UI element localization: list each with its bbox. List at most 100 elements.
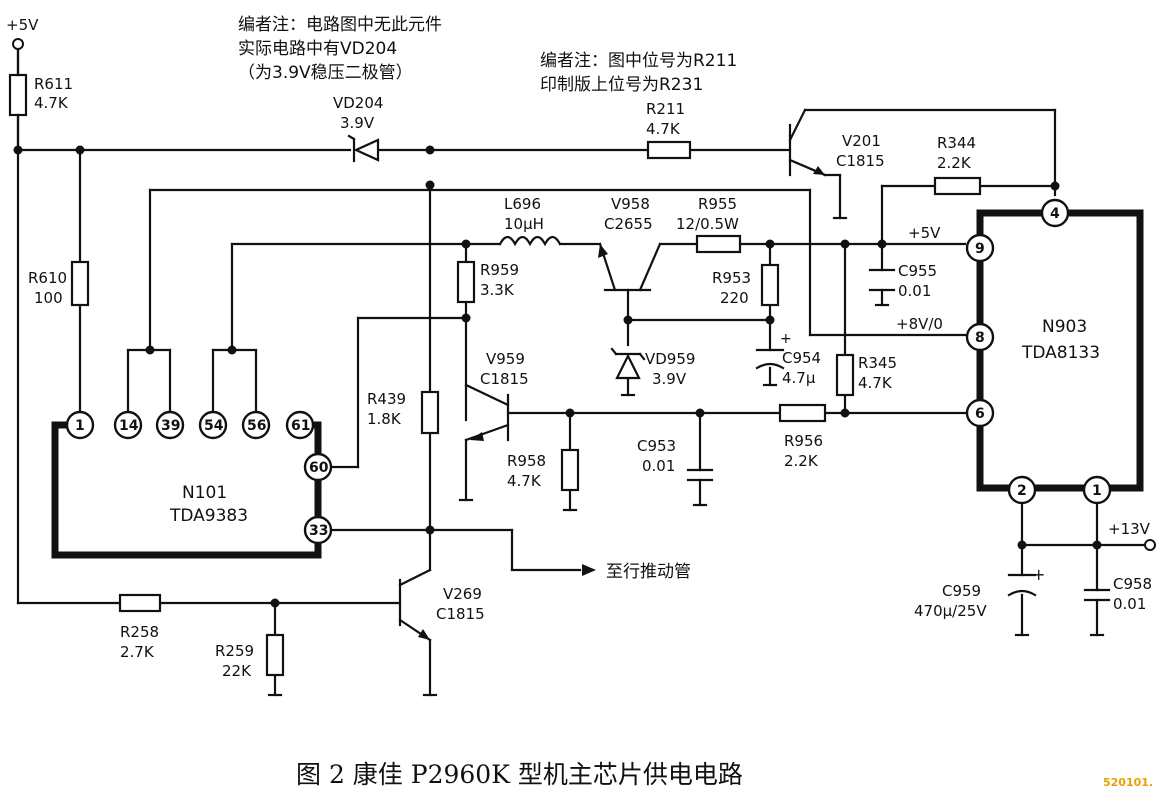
v269-transistor-symbol [398,578,430,640]
resistor-symbols [8,73,982,677]
note2-line2: 印制版上位号为R231 [540,75,703,95]
plus5v-terminal [12,38,24,152]
driver-arrow [582,564,596,576]
r959-ref: R959 [480,261,519,279]
r958-ref: R958 [507,452,546,470]
net-plus5v-top: +5V [6,16,39,34]
r959-symbol [456,260,476,304]
net-plus5v-n903: +5V [908,224,941,242]
n903-pin-8: 8 [975,330,985,346]
net-plus13v: +13V [1108,520,1151,538]
c953-value: 0.01 [642,457,675,475]
r956-ref: R956 [784,432,823,450]
r953-value: 220 [720,289,749,307]
c953-ref: C953 [637,437,676,455]
net-labels: +5V +5V +8V/0 +13V 至行推动管 [6,16,1151,582]
r956-value: 2.2K [784,452,819,470]
r958-value: 4.7K [507,472,542,490]
v269-ref: V269 [443,585,482,603]
n101-pin-1: 1 [75,418,85,434]
ic-n903: N903 TDA8133 [976,209,1144,492]
c958-ref: C958 [1113,575,1152,593]
r211-value: 4.7K [646,120,681,138]
r611-value: 4.7K [34,94,69,112]
r345-symbol [835,353,855,397]
ic-pins [65,198,1112,545]
vd959-ref: VD959 [645,350,695,368]
r610-symbol [70,260,90,307]
r958-symbol [560,448,580,492]
r345-ref: R345 [858,354,897,372]
c955-ref: C955 [898,262,937,280]
v959-ref: V959 [486,350,525,368]
r611-ref: R611 [34,75,73,93]
ic-pin-numbers: 1 14 39 54 56 61 60 33 4 9 8 6 2 1 [75,206,1102,539]
v201-value: C1815 [836,152,885,170]
r955-value: 12/0.5W [676,215,739,233]
c954-ref: C954 [782,349,821,367]
r955-ref: R955 [698,195,737,213]
n101-ref: N101 [182,483,227,503]
editor-note-2: 编者注：图中位号为R211 印制版上位号为R231 [540,51,737,95]
r259-ref: R259 [215,642,254,660]
vd204-diode-symbol [347,134,380,163]
n903-part: TDA8133 [1021,343,1100,363]
r610-ref: R610 [28,269,67,287]
ic-n101: N101 TDA9383 [51,421,322,559]
r345-value: 4.7K [858,374,893,392]
net-plus8v: +8V/0 [896,315,943,333]
r259-symbol [265,633,285,677]
n101-part: TDA9383 [169,506,248,526]
watermark: 520101. [1103,776,1153,789]
r956-symbol [778,403,827,423]
component-labels: R611 4.7K VD204 3.9V R211 4.7K V201 C181… [28,75,1152,680]
r258-symbol [118,593,162,613]
v201-ref: V201 [842,132,881,150]
v959-transistor-symbol [464,383,510,442]
c954-value: 4.7μ [782,369,816,387]
n903-pin-4: 4 [1050,206,1060,222]
l696-ref: L696 [504,195,541,213]
r611-symbol [8,73,28,117]
r211-ref: R211 [646,100,685,118]
note1-line3: （为3.9V稳压二极管） [238,63,413,83]
n101-pin-56: 56 [247,418,266,434]
n101-pin-39: 39 [161,418,180,434]
r258-ref: R258 [120,623,159,641]
svg-text:+: + [780,331,792,347]
n903-pin-2: 2 [1017,483,1027,499]
n903-pin-1: 1 [1092,483,1102,499]
r211-symbol [646,140,692,160]
r959-value: 3.3K [480,281,515,299]
l696-inductor-symbol [498,235,562,247]
n903-pin-6: 6 [975,406,985,422]
n903-ref: N903 [1042,317,1087,337]
c955-value: 0.01 [898,282,931,300]
r953-symbol [760,263,780,307]
n903-pin-9: 9 [975,241,985,257]
r953-ref: R953 [712,269,751,287]
r439-symbol [420,390,440,435]
n101-pin-33: 33 [309,523,328,539]
n101-pin-14: 14 [119,418,139,434]
note1-line2: 实际电路中有VD204 [238,39,397,59]
wires [16,46,1152,697]
note1-line1: 编者注：电路图中无此元件 [238,15,442,35]
c959-ref: C959 [942,582,981,600]
note2-line1: 编者注：图中位号为R211 [540,51,737,71]
n101-pin-61: 61 [291,418,310,434]
r258-value: 2.7K [120,643,155,661]
l696-value: 10μH [504,215,544,233]
editor-note-1: 编者注：电路图中无此元件 实际电路中有VD204 （为3.9V稳压二极管） [238,15,442,83]
r955-symbol [695,234,742,254]
vd204-ref: VD204 [333,94,383,112]
r610-value: 100 [34,289,63,307]
svg-text:+: + [1032,565,1045,584]
v201-transistor-symbol [788,108,827,177]
vd204-value: 3.9V [340,114,375,132]
r344-value: 2.2K [937,154,972,172]
v958-ref: V958 [611,195,650,213]
c958-value: 0.01 [1113,595,1146,613]
v958-transistor-symbol [598,242,662,292]
